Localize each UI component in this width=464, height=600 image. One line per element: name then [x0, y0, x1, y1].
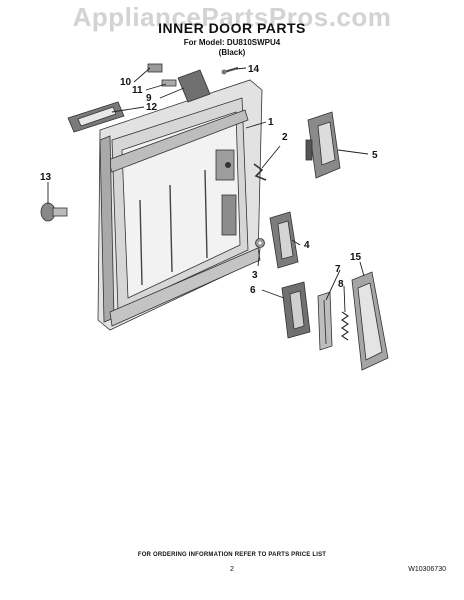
door-handle-part-12: [67, 101, 125, 133]
callout-11: 11: [132, 85, 143, 96]
knob-part-13: [40, 202, 68, 222]
washer-part-3: [255, 238, 265, 248]
callout-15: 15: [350, 252, 362, 263]
callout-13: 13: [40, 172, 52, 183]
callout-4: 4: [304, 240, 310, 251]
screw-part-14: [221, 67, 239, 75]
watermark: AppliancePartsPros.com: [72, 2, 392, 32]
callout-6: 6: [250, 285, 256, 296]
inner-door-panel: [97, 79, 263, 331]
callout-1: 1: [268, 117, 274, 128]
cover-panel-part-15: [351, 271, 389, 371]
callout-10: 10: [120, 77, 132, 88]
page-number: 2: [230, 566, 234, 573]
callout-5: 5: [372, 150, 378, 161]
clip-part-10: [147, 63, 163, 73]
callout-2: 2: [282, 132, 288, 143]
callout-12: 12: [146, 102, 158, 113]
ordering-note: FOR ORDERING INFORMATION REFER TO PARTS …: [137, 552, 327, 558]
latch-housing-part-6: [281, 281, 311, 339]
color-line: (Black): [218, 48, 246, 57]
clip-part-11: [161, 79, 177, 87]
rail-part-7: [317, 291, 333, 351]
callout-9: 9: [146, 93, 152, 104]
model-line: For Model: DU810SWPU4: [183, 38, 281, 47]
bracket-part-5: [305, 111, 341, 179]
document-number: W10306730: [408, 566, 446, 573]
callout-3: 3: [252, 270, 258, 281]
latch-part-4: [269, 211, 299, 269]
callout-8: 8: [338, 279, 344, 290]
cap-part-9: [177, 69, 211, 103]
spring-part-2: [253, 163, 267, 181]
leader-lines: [47, 67, 369, 313]
callout-14: 14: [248, 64, 260, 75]
diagram-title: INNER DOOR PARTS: [158, 20, 306, 36]
spring-part-8: [340, 311, 350, 341]
callout-7: 7: [335, 264, 341, 275]
